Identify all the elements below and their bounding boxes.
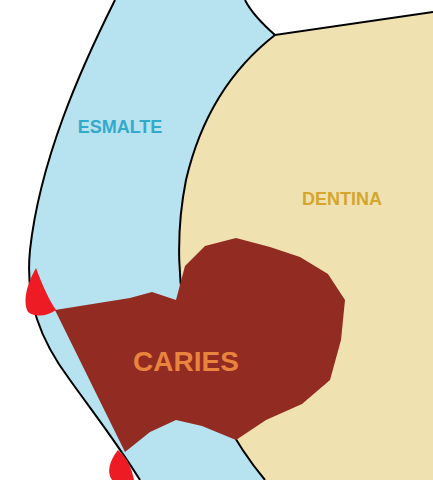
dentin-label: DENTINA xyxy=(302,190,382,210)
caries-label: CARIES xyxy=(133,347,239,378)
surface-lesion xyxy=(26,268,56,316)
enamel-label: ESMALTE xyxy=(78,118,163,138)
caries-region xyxy=(55,238,345,452)
surface-lesion xyxy=(109,450,134,480)
enamel-dentin-junction xyxy=(245,0,433,35)
